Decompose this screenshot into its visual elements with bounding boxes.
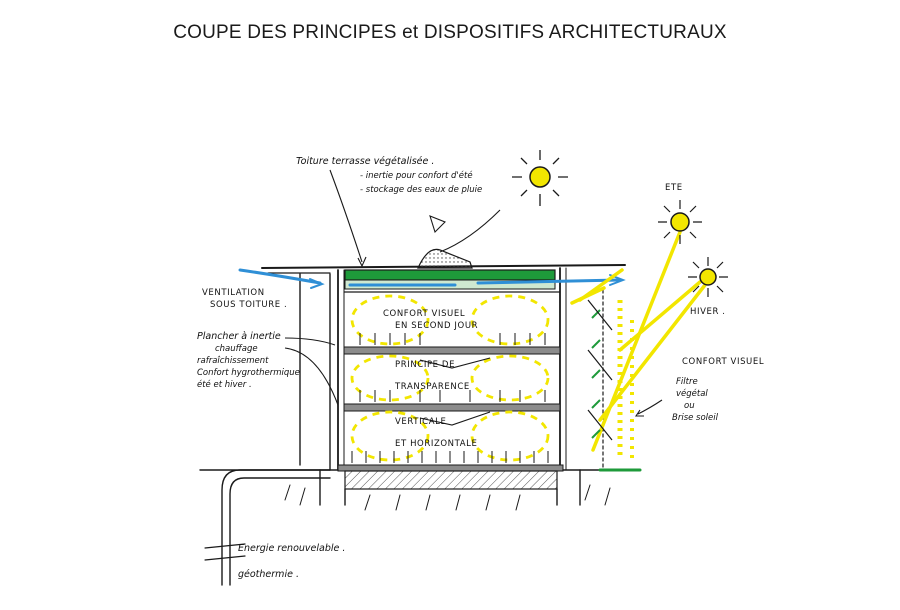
sun-summer-label: ETE [665,183,683,193]
left-annex [299,273,331,471]
ground-slab [337,464,564,472]
facade-plants [587,299,613,441]
visual-comfort-label: CONFORT VISUEL [682,357,764,367]
sun-winter-label: HIVER . [690,307,726,317]
floor-label-3: rafraîchissement [197,356,269,366]
foundation [344,470,558,490]
ventilation-label-1: VENTILATION [202,288,265,298]
roof-label-3: - stockage des eaux de pluie [360,185,482,195]
principe-label-3: VERTICALE [395,417,446,427]
floor-label-1: Plancher à inertie [197,331,281,342]
filter-label-1: Filtre [676,377,698,387]
floor-slab-2 [343,403,561,412]
geothermal-pipe [221,469,331,586]
filter-label-3: ou [684,401,695,411]
sun-icon-top [512,150,568,206]
sun-icon-summer [658,200,702,244]
roof-label-1: Toiture terrasse végétalisée . [296,156,434,167]
page-title: COUPE DES PRINCIPES et DISPOSITIFS ARCHI… [173,22,727,43]
energy-label-1: Energie renouvelable . [238,543,345,554]
skylight [417,248,473,269]
confort-label-1: CONFORT VISUEL [383,309,465,319]
floor-label-5: été et hiver . [197,379,252,390]
roof-label-2: - inertie pour confort d'été [360,170,473,181]
light-circulation [350,294,634,462]
ventilation-label-2: SOUS TOITURE . [210,300,287,310]
principe-label-1: PRINCIPE DE [395,360,455,370]
floor-label-4: Confort hygrothermique [197,368,300,378]
leader-lines [284,169,663,426]
confort-label-2: EN SECOND JOUR [395,321,478,331]
principe-label-2: TRANSPARENCE [394,382,470,392]
energy-label-2: géothermie . [238,569,299,580]
filter-label-4: Brise soleil [672,413,719,423]
heating-arrows [351,333,549,463]
floor-label-2: chauffage [215,344,258,354]
principe-label-4: ET HORIZONTALE [395,439,477,449]
green-roof [344,269,556,281]
sun-icon-winter [688,257,728,297]
filter-label-2: végétal [676,388,708,399]
floor-slab-1 [343,346,561,355]
